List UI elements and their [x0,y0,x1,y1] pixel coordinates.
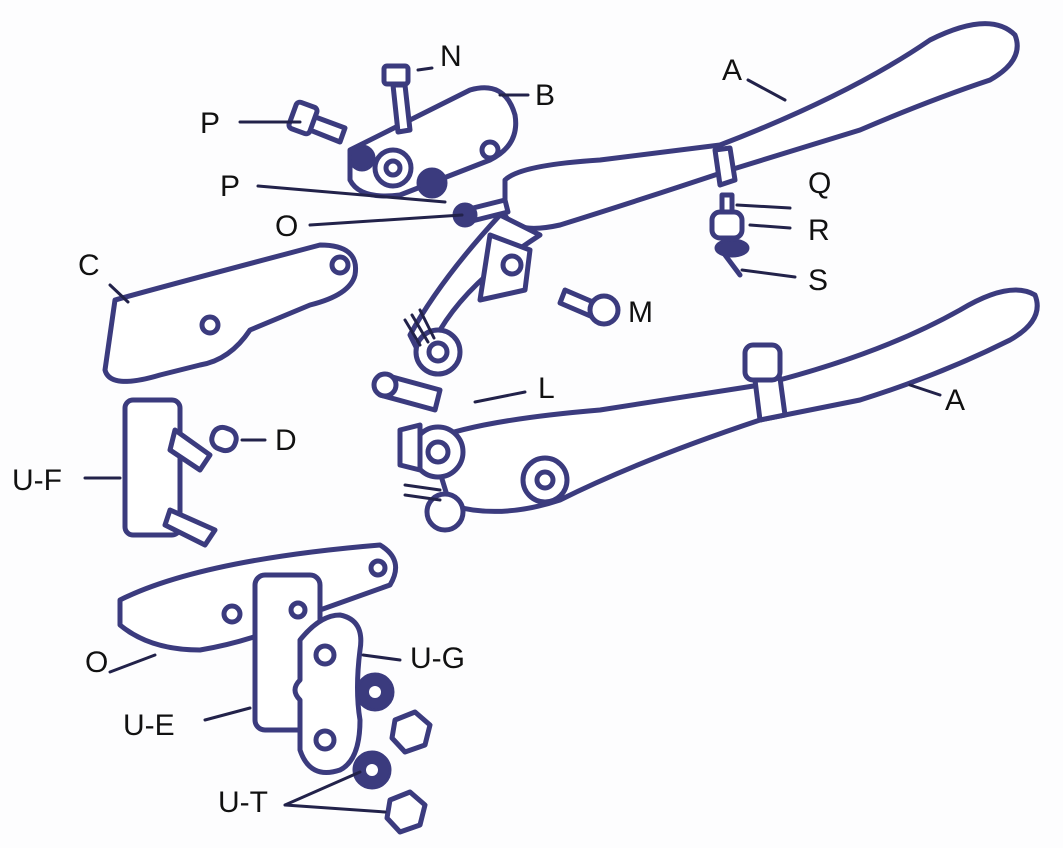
label-l: L [538,372,555,405]
labels: N B P A P Q O R C S M L A D U-F U-G O U-… [12,40,965,819]
label-u-t: U-T [218,786,268,819]
bolts [209,63,621,454]
label-p-mid: P [220,170,240,203]
label-b: B [535,79,555,112]
adjuster-qrs [709,192,750,278]
label-u-g: U-G [410,642,465,675]
leader-lines [83,66,942,814]
label-d: D [275,424,297,457]
lower-handle-a [397,287,1040,533]
label-u-f: U-F [12,464,62,497]
label-o-top: O [275,210,298,243]
label-a-bottom: A [945,384,965,417]
label-m: M [628,296,653,329]
label-p-top: P [200,107,220,140]
parts-u-e-u-g [252,572,364,775]
label-s: S [808,264,828,297]
part-u-f [122,397,218,548]
part-b [347,85,519,199]
label-c: C [78,249,100,282]
label-a-top: A [722,54,742,87]
washers-nuts-u-t [352,672,433,835]
jaw-c [102,242,359,384]
upper-handle-a [403,21,1020,377]
label-q: Q [808,167,831,200]
label-r: R [808,214,830,247]
label-n: N [440,40,462,73]
label-o-bottom: O [85,646,108,679]
label-u-e: U-E [123,709,175,742]
